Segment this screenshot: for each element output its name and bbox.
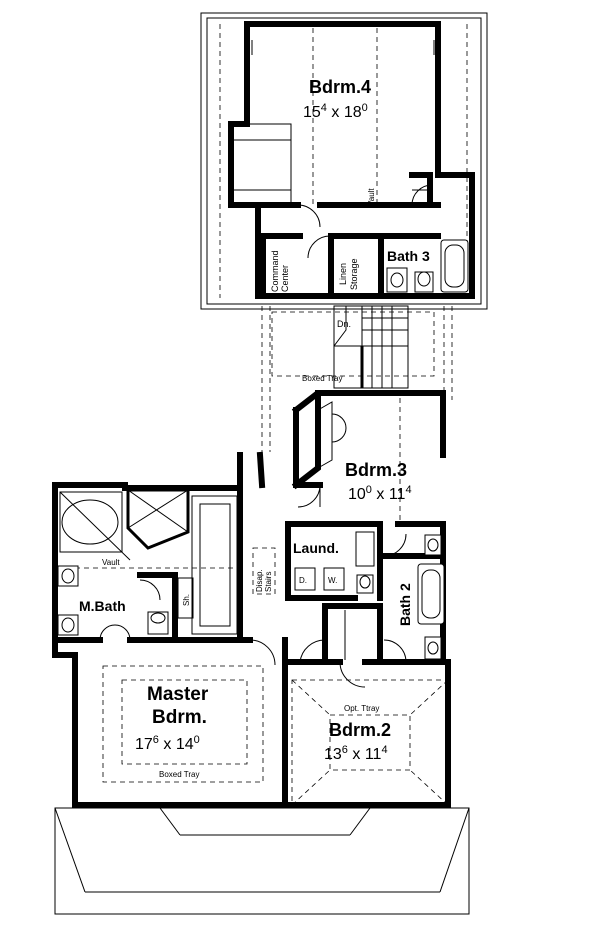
- command-label: Command: [270, 250, 280, 292]
- disap-label: Disap.: [255, 569, 264, 592]
- master-dims: 176 x 140: [135, 734, 200, 753]
- bdrm2-title: Bdrm.2: [329, 720, 391, 740]
- bdrm4-title: Bdrm.4: [309, 77, 371, 97]
- bdrm3-room: [291, 390, 446, 522]
- mbath-label: M.Bath: [79, 598, 126, 614]
- linen-label: Linen: [338, 263, 348, 285]
- porch-roof: [54, 807, 470, 915]
- bdrm4-dims: 154 x 180: [303, 102, 368, 121]
- vault-label-mbath: Vault: [102, 558, 120, 567]
- storage-label: Storage: [349, 258, 359, 290]
- master-title-line1: Master: [147, 684, 209, 705]
- bdrm3-dims: 100 x 114: [348, 484, 412, 503]
- bdrm3-title: Bdrm.3: [345, 460, 407, 480]
- center-label: Center: [280, 265, 290, 292]
- laundry-label: Laund.: [293, 540, 339, 556]
- bdrm4-wing: [200, 12, 488, 310]
- dryer-label: D.: [299, 576, 307, 585]
- boxed-tray-master-label: Boxed Tray: [159, 770, 199, 779]
- washer-label: W.: [328, 576, 337, 585]
- vault-label-top: Vault: [367, 188, 376, 206]
- opt-tray-label: Opt. Ttray: [344, 704, 379, 713]
- bath2-label: Bath 2: [397, 583, 413, 626]
- stairs-label: Stairs: [264, 572, 273, 592]
- master-title-line2: Bdrm.: [152, 707, 207, 728]
- boxed-tray-top-label: Boxed Tray: [302, 374, 342, 383]
- master-wing: [52, 451, 293, 808]
- shower-label: Sh.: [182, 594, 191, 606]
- laundry-bath2-bdrm2: [285, 521, 451, 808]
- stair-hall: [261, 305, 453, 452]
- stairs-dn-label: Dn.: [337, 319, 351, 329]
- bath3-label: Bath 3: [387, 248, 430, 264]
- bdrm2-dims: 136 x 114: [324, 744, 388, 763]
